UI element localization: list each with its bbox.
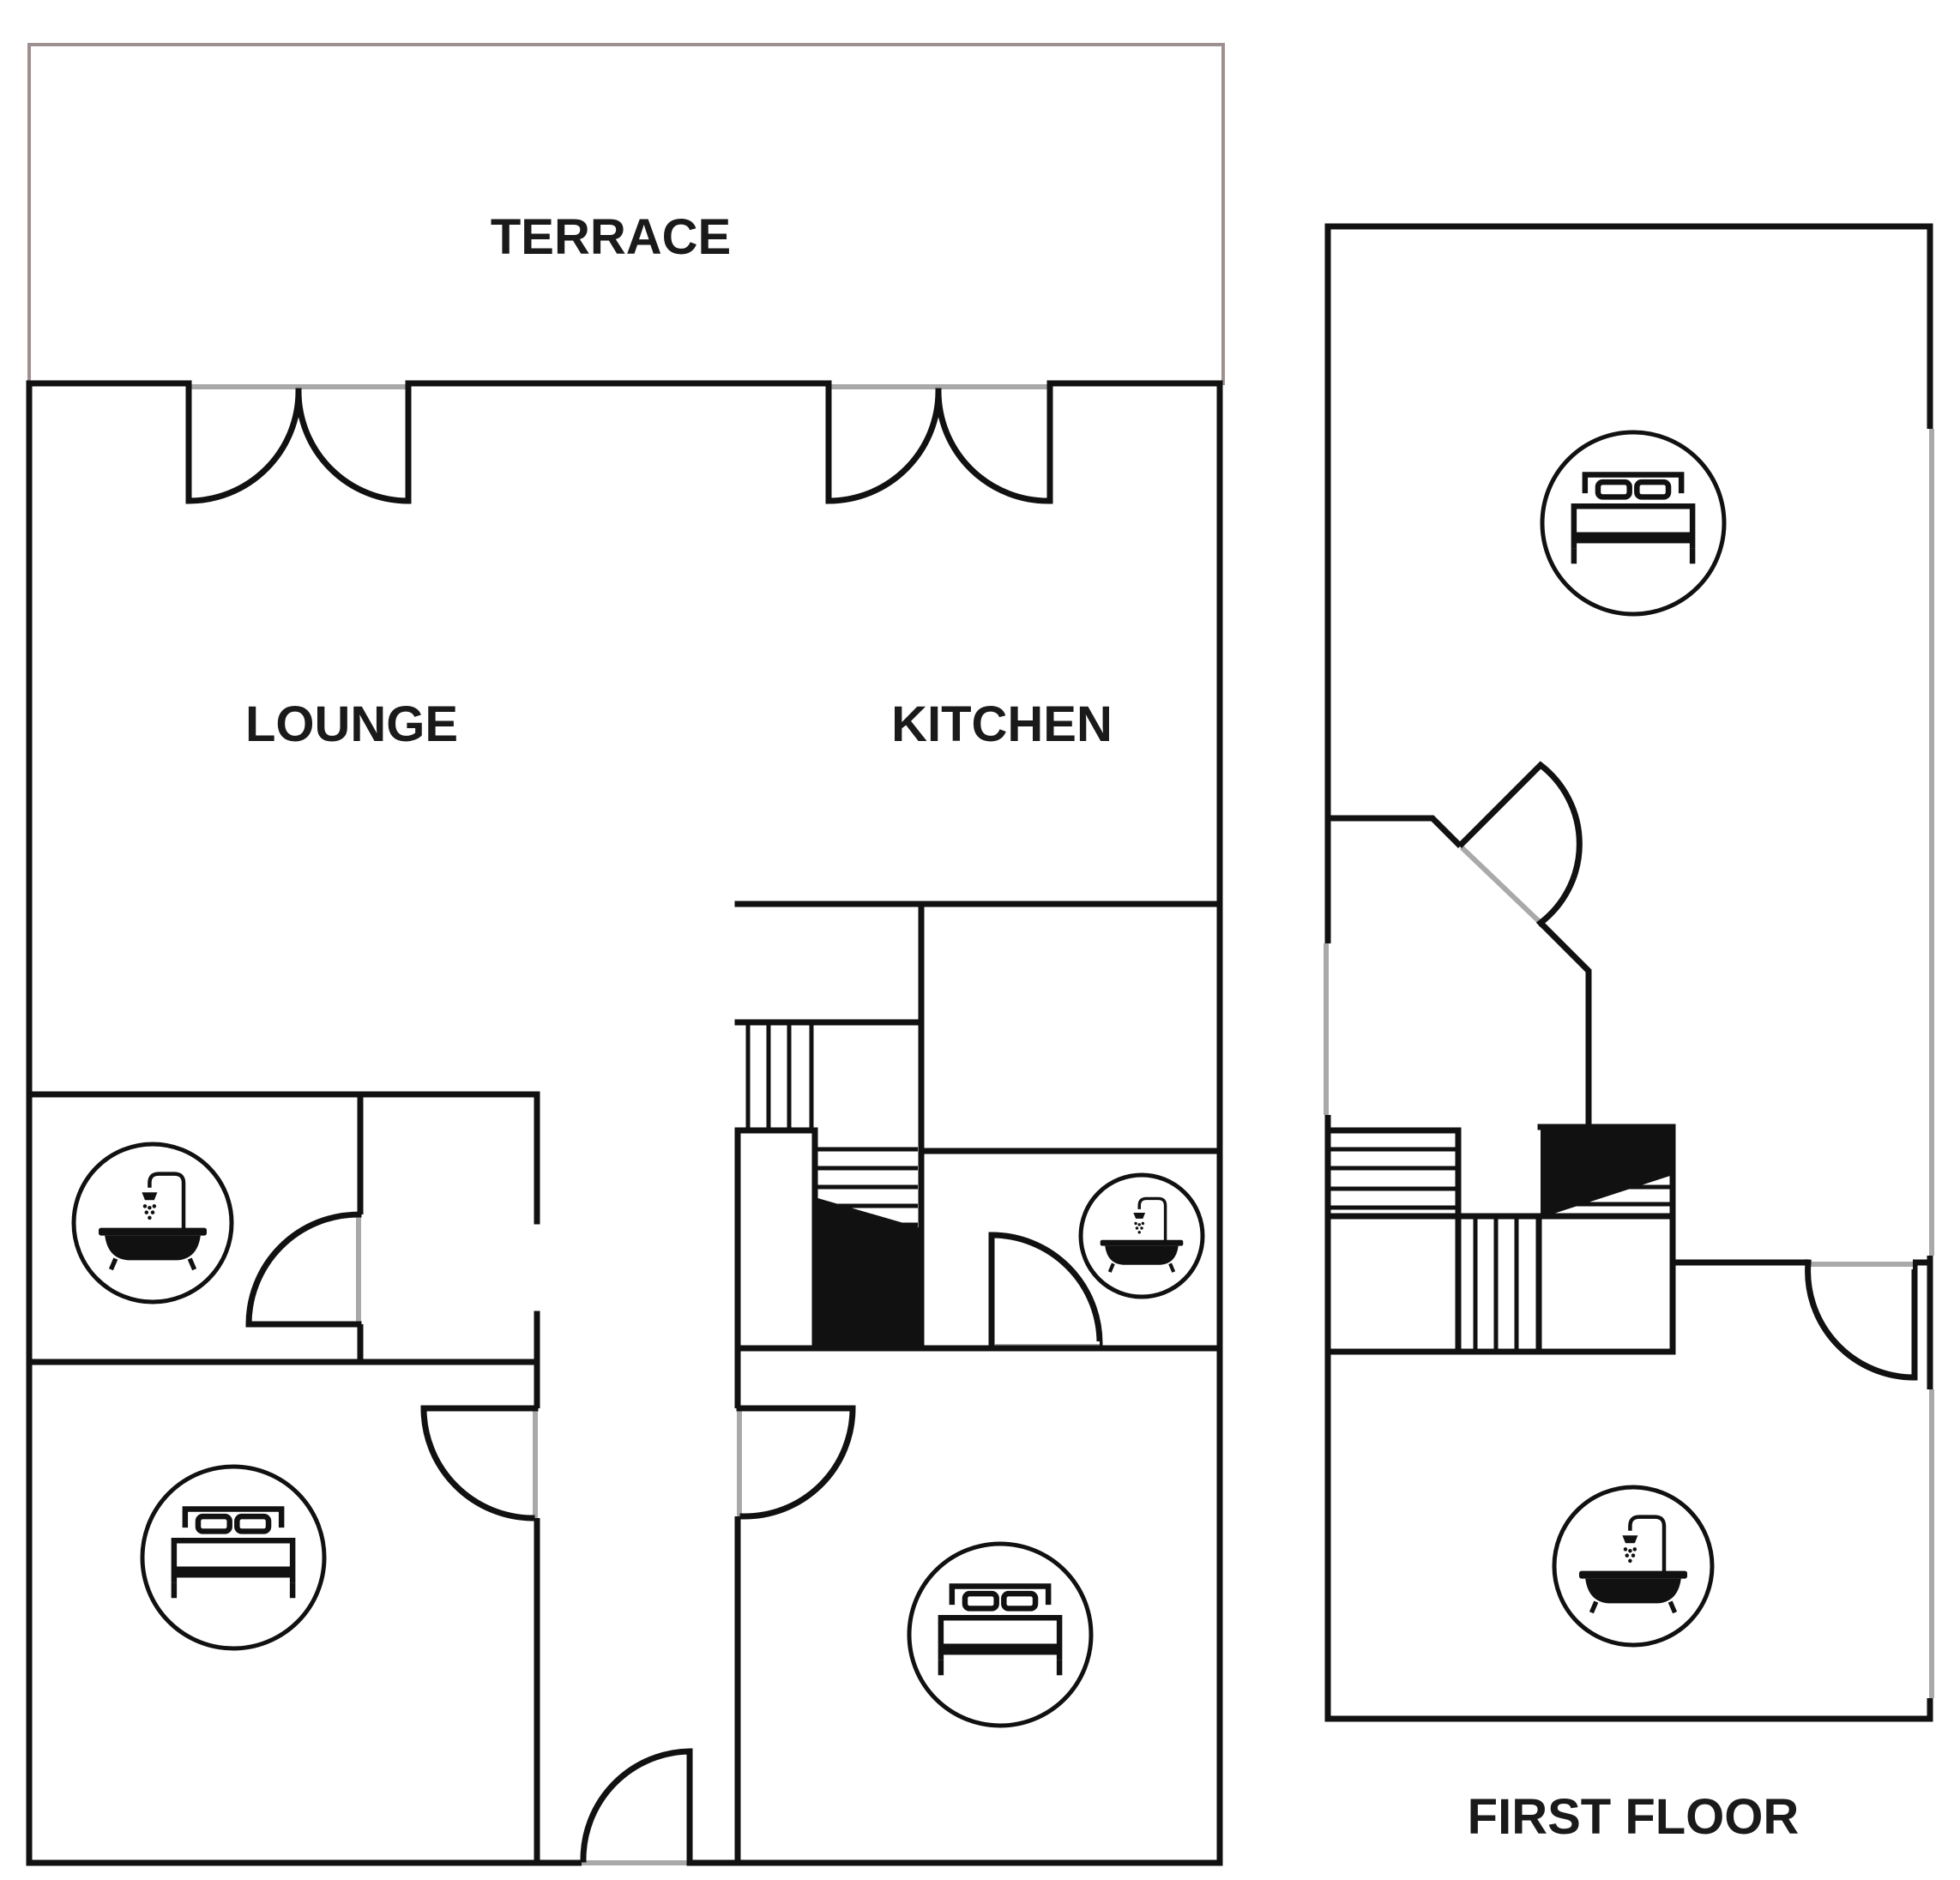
landing-diagonal [1536,919,1592,1130]
left-bathroom-door [245,1211,364,1328]
lounge-label: LOUNGE [245,696,458,752]
first-floor: FIRST FLOOR [1321,223,1937,1845]
kitchen-label: KITCHEN [891,696,1113,752]
french-door-left [185,380,412,504]
left-bedroom-door [420,1405,540,1521]
ground-floor-outer-wall [26,380,1223,1866]
ground-staircase [734,1019,925,1352]
entrance-door [580,1748,693,1868]
first-floor-label: FIRST FLOOR [1468,1789,1800,1845]
bathtub-shower-icon [71,1142,234,1305]
first-floor-staircase [1324,1124,1676,1355]
double-bed-icon [140,1464,327,1651]
double-bed-icon [907,1541,1094,1728]
left-bath-top-wall [26,1091,540,1225]
first-bath-door [1805,1259,1918,1381]
bathtub-shower-icon [1552,1485,1715,1648]
ground-floor: TERRACE LOUNGE KITCHEN [26,43,1225,1868]
right-bedroom-door [734,1405,856,1520]
french-door-right [825,380,1053,504]
terrace-label: TERRACE [491,209,731,265]
first-floor-outer-wall [1324,223,1933,1722]
landing-door [1457,761,1583,927]
landing-wall [1324,815,1462,848]
bathtub-shower-icon [1078,1172,1205,1299]
double-bed-icon [1540,430,1727,617]
